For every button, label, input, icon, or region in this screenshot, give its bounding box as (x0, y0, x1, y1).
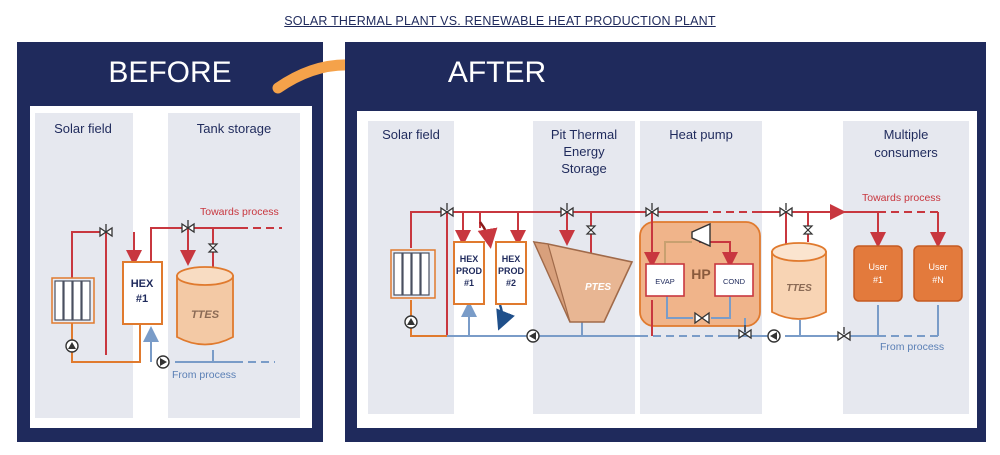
cold-pipes-before (143, 326, 275, 363)
towards-process-before: Towards process (200, 206, 279, 218)
compressor-icon (691, 222, 711, 248)
ttes-after-label: TTES (786, 283, 812, 294)
valve-before-2-icon (181, 220, 195, 234)
user-1-line1: User (868, 262, 887, 272)
user-n-line2: #N (932, 275, 944, 285)
hex-prod-1-line2: PROD (456, 266, 483, 276)
pump-after-3-icon (767, 329, 781, 343)
before-panel: BEFORE Solar field Tank storage (17, 42, 323, 442)
zone-label-tank-storage: Tank storage (197, 121, 271, 136)
valve-after-2-icon (560, 203, 574, 218)
user-1-line2: #1 (873, 275, 883, 285)
ptes-pit (532, 241, 634, 323)
from-process-after: From process (880, 341, 944, 353)
after-panel: AFTER Solar field Pit Thermal Energy Sto… (345, 42, 986, 442)
ttes-before-label: TTES (191, 309, 220, 321)
valve-after-5-icon (779, 203, 793, 218)
hex-prod-1-line3: #1 (464, 278, 474, 288)
hp-label: HP (691, 266, 710, 282)
hex-prod-1 (453, 241, 485, 305)
page-title: SOLAR THERMAL PLANT VS. RENEWABLE HEAT P… (284, 14, 716, 28)
pump-after-1-icon (404, 315, 418, 329)
valve-after-1-icon (440, 203, 454, 218)
zone-label-heat-pump: Heat pump (669, 127, 733, 142)
towards-process-after: Towards process (862, 192, 941, 204)
hex-before-label: HEX (131, 278, 154, 290)
hex-prod-2-line1: HEX (502, 254, 521, 264)
valve-after-7-icon (738, 325, 752, 340)
after-heading: AFTER (448, 56, 546, 89)
user-1 (853, 245, 903, 302)
hot-pipes-before (71, 227, 282, 355)
zone-label-solar-field-after: Solar field (382, 127, 440, 142)
zone-label-pit-2: Energy (563, 144, 605, 159)
zone-label-consumers-2: consumers (874, 145, 938, 160)
hex-prod-2 (495, 241, 527, 305)
zone-solar-field-before (35, 113, 133, 418)
hex-prod-2-line3: #2 (506, 278, 516, 288)
zone-label-pit-1: Pit Thermal (551, 127, 617, 142)
ptes-label: PTES (585, 282, 611, 293)
pump-before-2-icon (156, 355, 170, 369)
zone-label-consumers-1: Multiple (884, 127, 929, 142)
valve-after-8-icon (837, 327, 851, 342)
hot-pipes-after (410, 204, 946, 335)
ttes-tank-before (176, 266, 234, 346)
ttes-tank-after (771, 242, 827, 320)
hex-before-number: #1 (136, 293, 148, 305)
solar-collector-before-icon (51, 277, 95, 324)
pump-after-2-icon (526, 329, 540, 343)
condenser (714, 263, 754, 297)
valve-after-6-icon (802, 225, 814, 235)
user-n-line1: User (928, 262, 947, 272)
expansion-valve-icon (694, 311, 710, 325)
before-heading: BEFORE (108, 56, 231, 89)
user-n (913, 245, 963, 302)
valve-before-3-icon (207, 228, 219, 270)
zone-label-pit-3: Storage (561, 161, 607, 176)
zone-label-solar-field-before: Solar field (54, 121, 112, 136)
valve-after-4-icon (645, 203, 659, 218)
hex-prod-1-line1: HEX (460, 254, 479, 264)
evap-label: EVAP (655, 277, 674, 286)
evaporator (645, 263, 685, 297)
solar-collector-after-icon (390, 249, 436, 299)
pump-before-icon (65, 339, 79, 353)
hex-prod-2-line2: PROD (498, 266, 525, 276)
valve-before-icon (99, 224, 113, 238)
hex-before (122, 261, 163, 325)
cond-label: COND (723, 277, 746, 286)
from-process-before: From process (172, 369, 236, 381)
valve-after-3-icon (585, 225, 597, 235)
